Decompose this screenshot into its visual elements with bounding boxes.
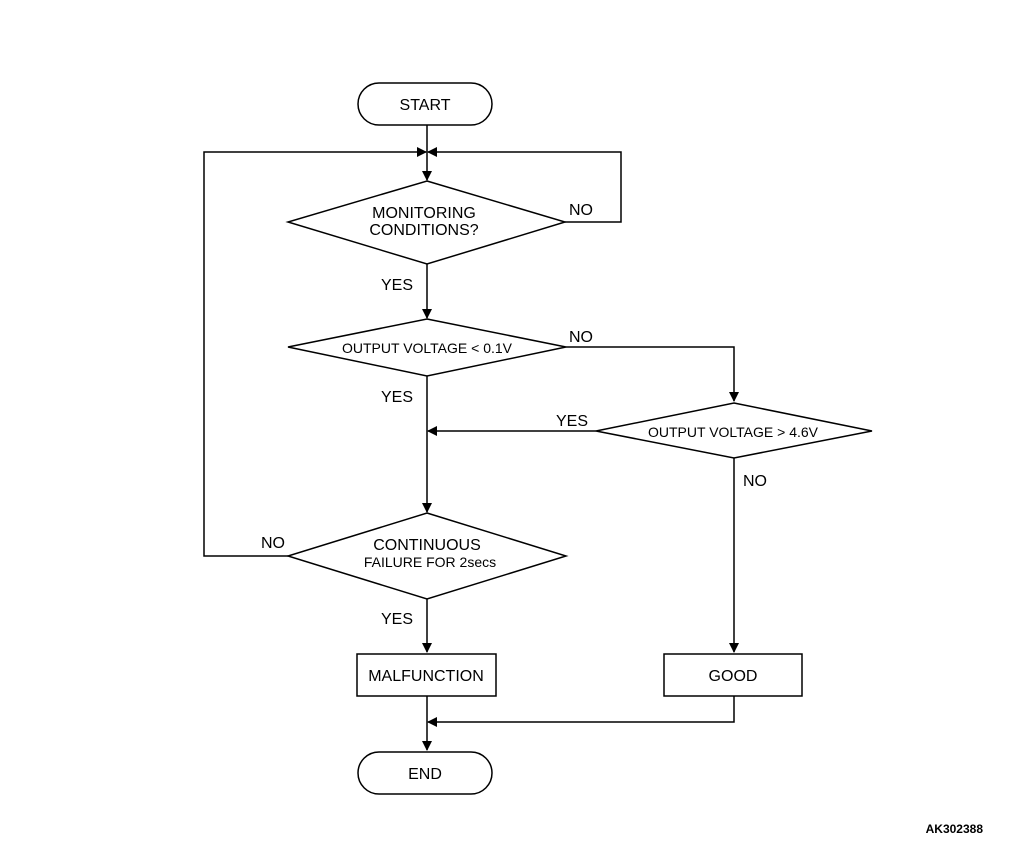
connector-good-to-end (427, 696, 735, 727)
start-label: START (400, 97, 451, 114)
output-high-label: OUTPUT VOLTAGE > 4.6V (648, 424, 819, 440)
output-low-label: OUTPUT VOLTAGE < 0.1V (342, 340, 513, 356)
continuous-yes-label: YES (381, 611, 413, 628)
end-label: END (408, 766, 442, 783)
output-high-no-label: NO (743, 473, 767, 490)
continuous-failure-decision: CONTINUOUS FAILURE FOR 2secs (285, 512, 569, 600)
continuous-label-line1: CONTINUOUS (373, 537, 481, 554)
connector-output-low-no (566, 346, 739, 402)
output-high-yes-label: YES (556, 413, 588, 430)
output-voltage-low-decision: OUTPUT VOLTAGE < 0.1V (287, 318, 567, 377)
monitoring-yes-label: YES (381, 277, 413, 294)
connectors (203, 125, 739, 751)
monitoring-label-line1: MONITORING (372, 205, 476, 222)
monitoring-label-line2: CONDITIONS? (369, 222, 478, 239)
output-low-no-label: NO (569, 329, 593, 346)
output-voltage-high-decision: OUTPUT VOLTAGE > 4.6V (595, 402, 873, 459)
output-low-yes-label: YES (381, 389, 413, 406)
connector-continuous-no-loop (203, 147, 427, 557)
monitoring-no-label: NO (569, 202, 593, 219)
continuous-no-label: NO (261, 535, 285, 552)
start-node: START (357, 82, 493, 126)
malfunction-label: MALFUNCTION (368, 668, 484, 685)
connector-monitoring-no-loop (427, 147, 622, 223)
reference-code: AK302388 (926, 822, 984, 836)
continuous-label-line2: FAILURE FOR 2secs (364, 554, 496, 570)
good-label: GOOD (709, 668, 758, 685)
good-node: GOOD (663, 653, 803, 697)
malfunction-node: MALFUNCTION (356, 653, 497, 697)
end-node: END (357, 751, 493, 795)
monitoring-conditions-decision: MONITORING CONDITIONS? (285, 180, 568, 265)
